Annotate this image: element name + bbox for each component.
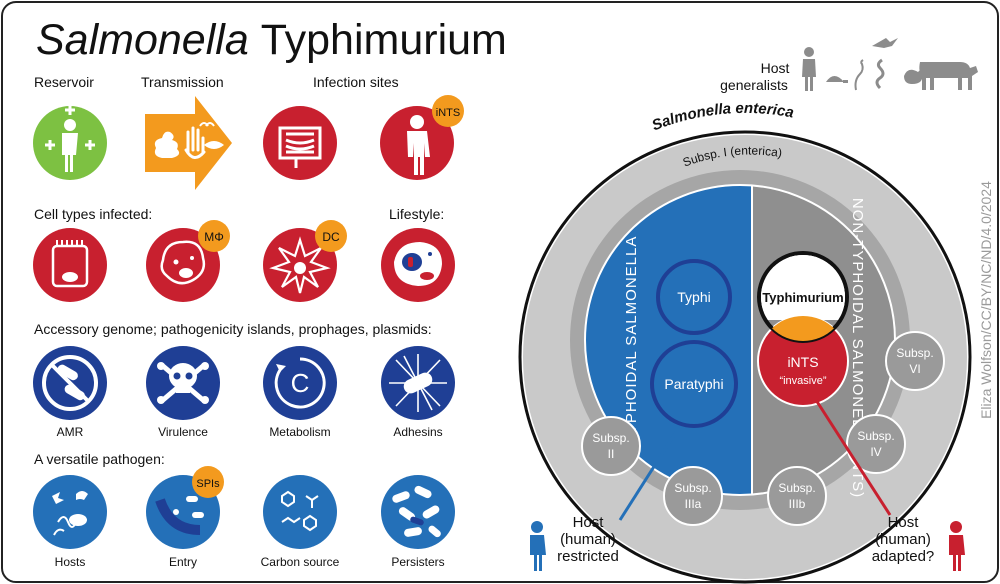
subsp-ii-line2: II — [608, 447, 615, 461]
subsp-iiib-line1: Subsp. — [778, 481, 815, 495]
title-italic: Salmonella — [36, 16, 249, 64]
title-rest: Typhimurium — [261, 16, 507, 64]
invasive-label: “invasive” — [779, 375, 826, 387]
human-adapted-icon — [949, 521, 965, 571]
macrophage-badge-text: MΦ — [204, 230, 224, 244]
adapted-connector — [814, 399, 892, 516]
versatile-label-entry: Entry — [169, 555, 197, 569]
genome-label-metabolism: Metabolism — [269, 425, 330, 439]
entry-icon: SPIs — [146, 466, 224, 549]
subsp-iiib-bubble: Subsp. IIIb — [767, 466, 827, 526]
dc-badge — [315, 220, 347, 252]
macrophage-badge — [198, 220, 230, 252]
turtle-icon — [826, 76, 848, 83]
carbon-source-icon — [263, 475, 337, 549]
macrophage-icon: MΦ — [146, 220, 230, 302]
epithelial-cell-icon — [33, 228, 107, 302]
label-infection-sites: Infection sites — [313, 74, 399, 90]
versatile-label-persisters: Persisters — [391, 555, 444, 569]
host-animals-icons — [802, 38, 978, 91]
host-restricted-line3: restricted — [557, 548, 619, 565]
subsp-vi-line1: Subsp. — [896, 346, 933, 360]
typhoidal-label: TYPHOIDAL SALMONELLA — [623, 236, 640, 445]
spis-badge — [192, 466, 224, 498]
typhi-label: Typhi — [677, 289, 710, 305]
label-transmission: Transmission — [141, 74, 224, 90]
ints-label: iNTS — [787, 354, 818, 370]
subsp-ii-bubble: Subsp. II — [581, 416, 641, 476]
genome-label-amr: AMR — [57, 425, 84, 439]
plant-icon — [854, 59, 864, 91]
subsp-iiib-line2: IIIb — [789, 497, 806, 511]
host-adapted-line2: (human) — [875, 531, 931, 548]
subsp-iiia-bubble: Subsp. IIIa — [663, 466, 723, 526]
transmission-arrow-icon — [145, 96, 232, 190]
amr-icon — [33, 346, 107, 420]
svg-text:C: C — [291, 368, 310, 398]
subsp-iv-line1: Subsp. — [857, 429, 894, 443]
human-silhouette-icon — [802, 47, 816, 91]
genome-label-adhesins: Adhesins — [393, 425, 442, 439]
host-generalists-line2: generalists — [720, 77, 788, 93]
versatile-label-carbon-source: Carbon source — [261, 555, 340, 569]
ints-badge — [432, 95, 464, 127]
subsp-vi-line2: VI — [909, 362, 920, 376]
dendritic-cell-icon: DC — [263, 220, 347, 302]
ints-badge-text: iNTS — [436, 107, 460, 119]
intestine-icon — [263, 106, 337, 180]
subsp-iiia-line1: Subsp. — [674, 481, 711, 495]
paratyphi-label: Paratyphi — [664, 376, 723, 392]
cow-icon — [919, 62, 978, 90]
human-restricted-icon — [530, 521, 546, 571]
label-lifestyle: Lifestyle: — [389, 206, 444, 222]
persisters-icon — [381, 475, 455, 549]
intracellular-lifestyle-icon — [381, 228, 455, 302]
restricted-connector — [618, 431, 678, 521]
label-accessory-genome: Accessory genome; pathogenicity islands,… — [34, 321, 432, 337]
host-adapted-line1: Host — [888, 514, 920, 531]
host-restricted-line1: Host — [573, 514, 605, 531]
label-reservoir: Reservoir — [34, 74, 94, 90]
subsp-vi-bubble: Subsp. VI — [885, 331, 945, 391]
subsp-iv-bubble: Subsp. IV — [846, 414, 906, 474]
subsp-iv-line2: IV — [870, 445, 881, 459]
snake-icon — [875, 58, 885, 90]
genome-label-virulence: Virulence — [158, 425, 208, 439]
label-versatile: A versatile pathogen: — [34, 451, 165, 467]
paratyphi-circle — [650, 340, 738, 428]
bird-icon — [872, 38, 898, 48]
subsp-ii-line1: Subsp. — [592, 431, 629, 445]
label-cell-types: Cell types infected: — [34, 206, 152, 222]
virulence-icon — [146, 346, 220, 420]
dc-badge-text: DC — [322, 230, 340, 244]
host-restricted-line2: (human) — [560, 531, 616, 548]
spis-badge-text: SPIs — [196, 478, 220, 490]
metabolism-icon: C — [263, 346, 337, 420]
reservoir-icon — [33, 105, 107, 180]
hosts-icon — [33, 475, 107, 549]
adhesins-icon — [381, 346, 455, 420]
typhimurium-label: Typhimurium — [762, 290, 843, 305]
typhi-circle — [656, 259, 732, 335]
host-generalists-line1: Host — [761, 60, 790, 76]
credit-text: Eliza Wolfson/CC/BY/NC/ND/4.0/2024 — [978, 181, 994, 419]
versatile-label-hosts: Hosts — [55, 555, 86, 569]
ints-person-icon: iNTS — [380, 95, 464, 180]
subsp-iiia-line2: IIIa — [685, 497, 702, 511]
host-adapted-line3: adapted? — [872, 548, 935, 565]
